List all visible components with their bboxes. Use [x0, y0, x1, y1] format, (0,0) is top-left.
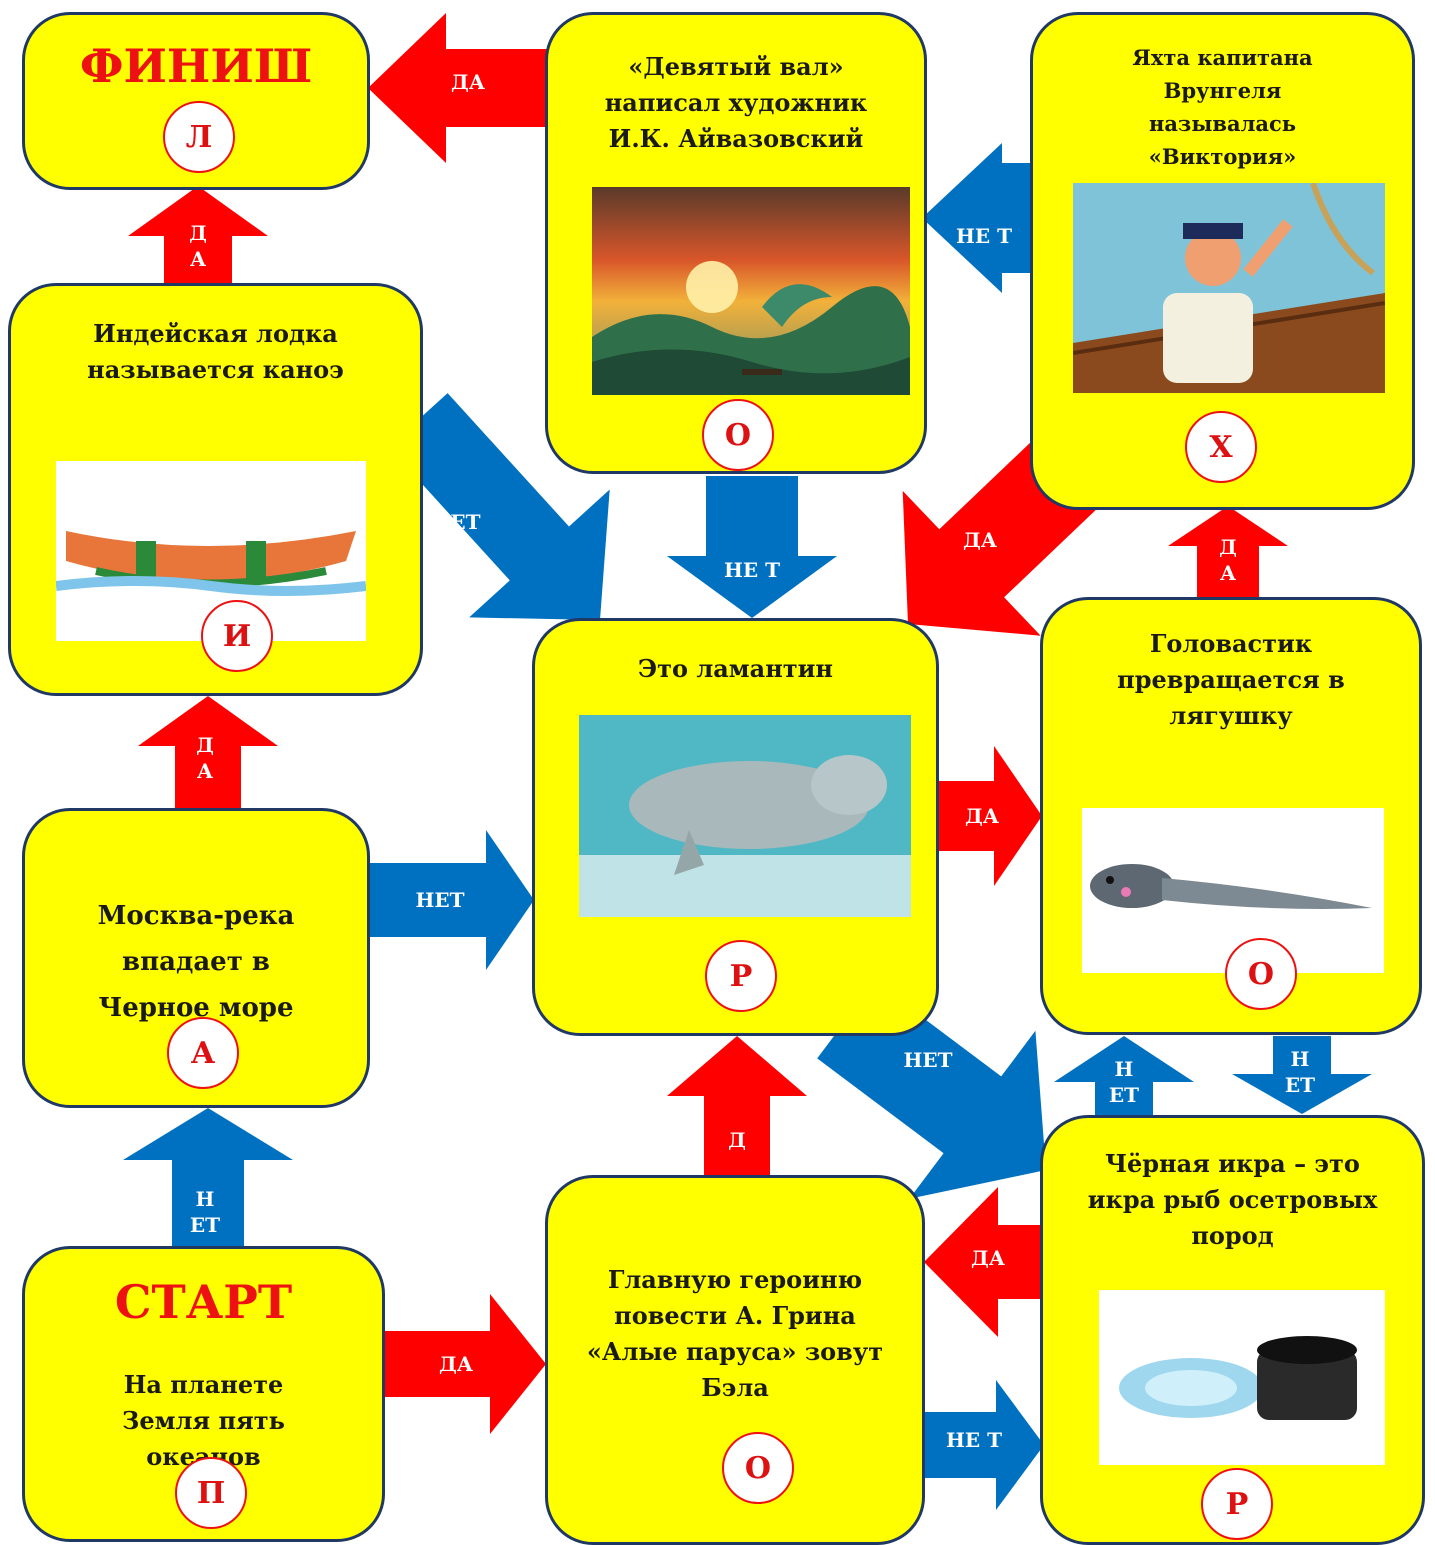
arrow-label-no-grin-caviar: НЕ Т — [946, 1428, 1002, 1452]
arrow-label-yes-canoe-finish: Д А — [189, 221, 207, 271]
arrow-no-tadpole-caviar — [1232, 1036, 1372, 1114]
arrow-label-yes-manatee-tadpole: ДА — [964, 804, 1000, 828]
arrow-yes-start-grin — [384, 1294, 546, 1434]
canoe-question: Индейская лодка называется каноэ — [87, 319, 344, 384]
arrow-yes-manatee-tadpole — [936, 746, 1042, 886]
arrow-no-moscow-manatee — [368, 830, 534, 970]
finish-letter: Л — [163, 101, 235, 173]
canoe-box: Индейская лодка называется каноэ И — [8, 283, 423, 696]
arrow-yes-aiv-finish — [368, 13, 548, 163]
tadpole-picture — [1082, 808, 1384, 973]
arrow-yes-moscow-canoe — [138, 696, 278, 808]
moscow-letter: А — [167, 1017, 239, 1089]
tadpole-box: Головастик превращается в лягушку О — [1040, 597, 1422, 1035]
tadpole-letter: О — [1225, 938, 1297, 1010]
finish-title: ФИНИШ — [79, 39, 313, 93]
moscow-question: Москва-река впадает в Черное море — [97, 901, 295, 1023]
grin-box: Главную героиню повести А. Грина «Алые п… — [545, 1175, 925, 1545]
arrow-no-caviar-tadpole — [1054, 1036, 1194, 1118]
grin-question: Главную героиню повести А. Грина «Алые п… — [586, 1265, 884, 1402]
caviar-question: Чёрная икра – это икра рыб осетровых пор… — [1087, 1149, 1378, 1250]
arrow-label-no-caviar-tadpole: Н ЕТ — [1108, 1057, 1140, 1107]
moscow-box: Москва-река впадает в Черное море А — [22, 808, 370, 1108]
arrow-label-no-aiv-manatee: НЕ Т — [724, 558, 780, 582]
arrow-label-yes-caviar-grin: ДА — [970, 1246, 1006, 1270]
arrow-label-yes-moscow-canoe: Д А — [196, 733, 214, 783]
caviar-picture — [1099, 1290, 1385, 1465]
arrow-label-no-vrungel-aiv: НЕ Т — [956, 224, 1012, 248]
arrow-no-start-moscow — [123, 1108, 293, 1250]
vrungel-box: Яхта капитана Врунгеля называлась «Викто… — [1030, 12, 1415, 510]
manatee-photo — [579, 715, 911, 917]
manatee-box: Это ламантин Р — [532, 618, 939, 1036]
arrow-yes-canoe-finish — [128, 186, 268, 284]
aivazovsky-box: «Девятый вал» написал художник И.К. Айва… — [545, 12, 927, 474]
finish-box: ФИНИШ Л — [22, 12, 370, 190]
start-title: СТАРТ — [114, 1275, 293, 1329]
arrow-yes-tadpole-vrungel — [1168, 506, 1288, 600]
canoe-letter: И — [201, 600, 273, 672]
arrow-label-yes-start-grin: ДА — [438, 1352, 474, 1376]
grin-letter: О — [722, 1432, 794, 1504]
arrow-label-yes-vrungel-manatee: ДА — [962, 528, 998, 552]
manatee-question: Это ламантин — [638, 654, 833, 683]
arrow-label-no-tadpole-caviar: Н ЕТ — [1284, 1047, 1316, 1097]
arrow-yes-caviar-grin — [924, 1187, 1042, 1337]
arrow-no-grin-caviar — [924, 1380, 1044, 1510]
arrow-yes-grin-manatee — [667, 1036, 807, 1175]
arrow-label-no-start-moscow: Н ЕТ — [189, 1187, 221, 1237]
arrow-no-canoe-manatee — [388, 393, 610, 620]
start-letter: П — [175, 1457, 247, 1529]
captain-cartoon — [1073, 183, 1385, 393]
arrow-label-no-canoe-manatee: НЕТ — [431, 510, 481, 534]
aivazovsky-question: «Девятый вал» написал художник И.К. Айва… — [604, 52, 868, 153]
arrow-label-no-manatee-caviar: НЕТ — [903, 1048, 953, 1072]
vrungel-letter: Х — [1185, 411, 1257, 483]
arrow-no-aiv-manatee — [667, 476, 837, 618]
ninth-wave-painting — [592, 187, 910, 395]
vrungel-question: Яхта капитана Врунгеля называлась «Викто… — [1132, 45, 1313, 169]
arrow-label-no-moscow-manatee: НЕТ — [415, 888, 465, 912]
start-box: СТАРТ На планете Земля пять океанов П — [22, 1246, 385, 1542]
arrow-no-vrungel-aiv — [922, 143, 1030, 293]
tadpole-question: Головастик превращается в лягушку — [1117, 629, 1345, 730]
arrow-label-yes-grin-manatee: Д — [728, 1128, 746, 1152]
arrow-label-yes-tadpole-vrungel: Д А — [1219, 535, 1237, 585]
aivazovsky-letter: О — [702, 399, 774, 471]
caviar-box: Чёрная икра – это икра рыб осетровых пор… — [1040, 1115, 1425, 1545]
manatee-letter: Р — [705, 940, 777, 1012]
arrow-label-yes-aiv-finish: ДА — [450, 70, 486, 94]
caviar-letter: Р — [1201, 1468, 1273, 1540]
